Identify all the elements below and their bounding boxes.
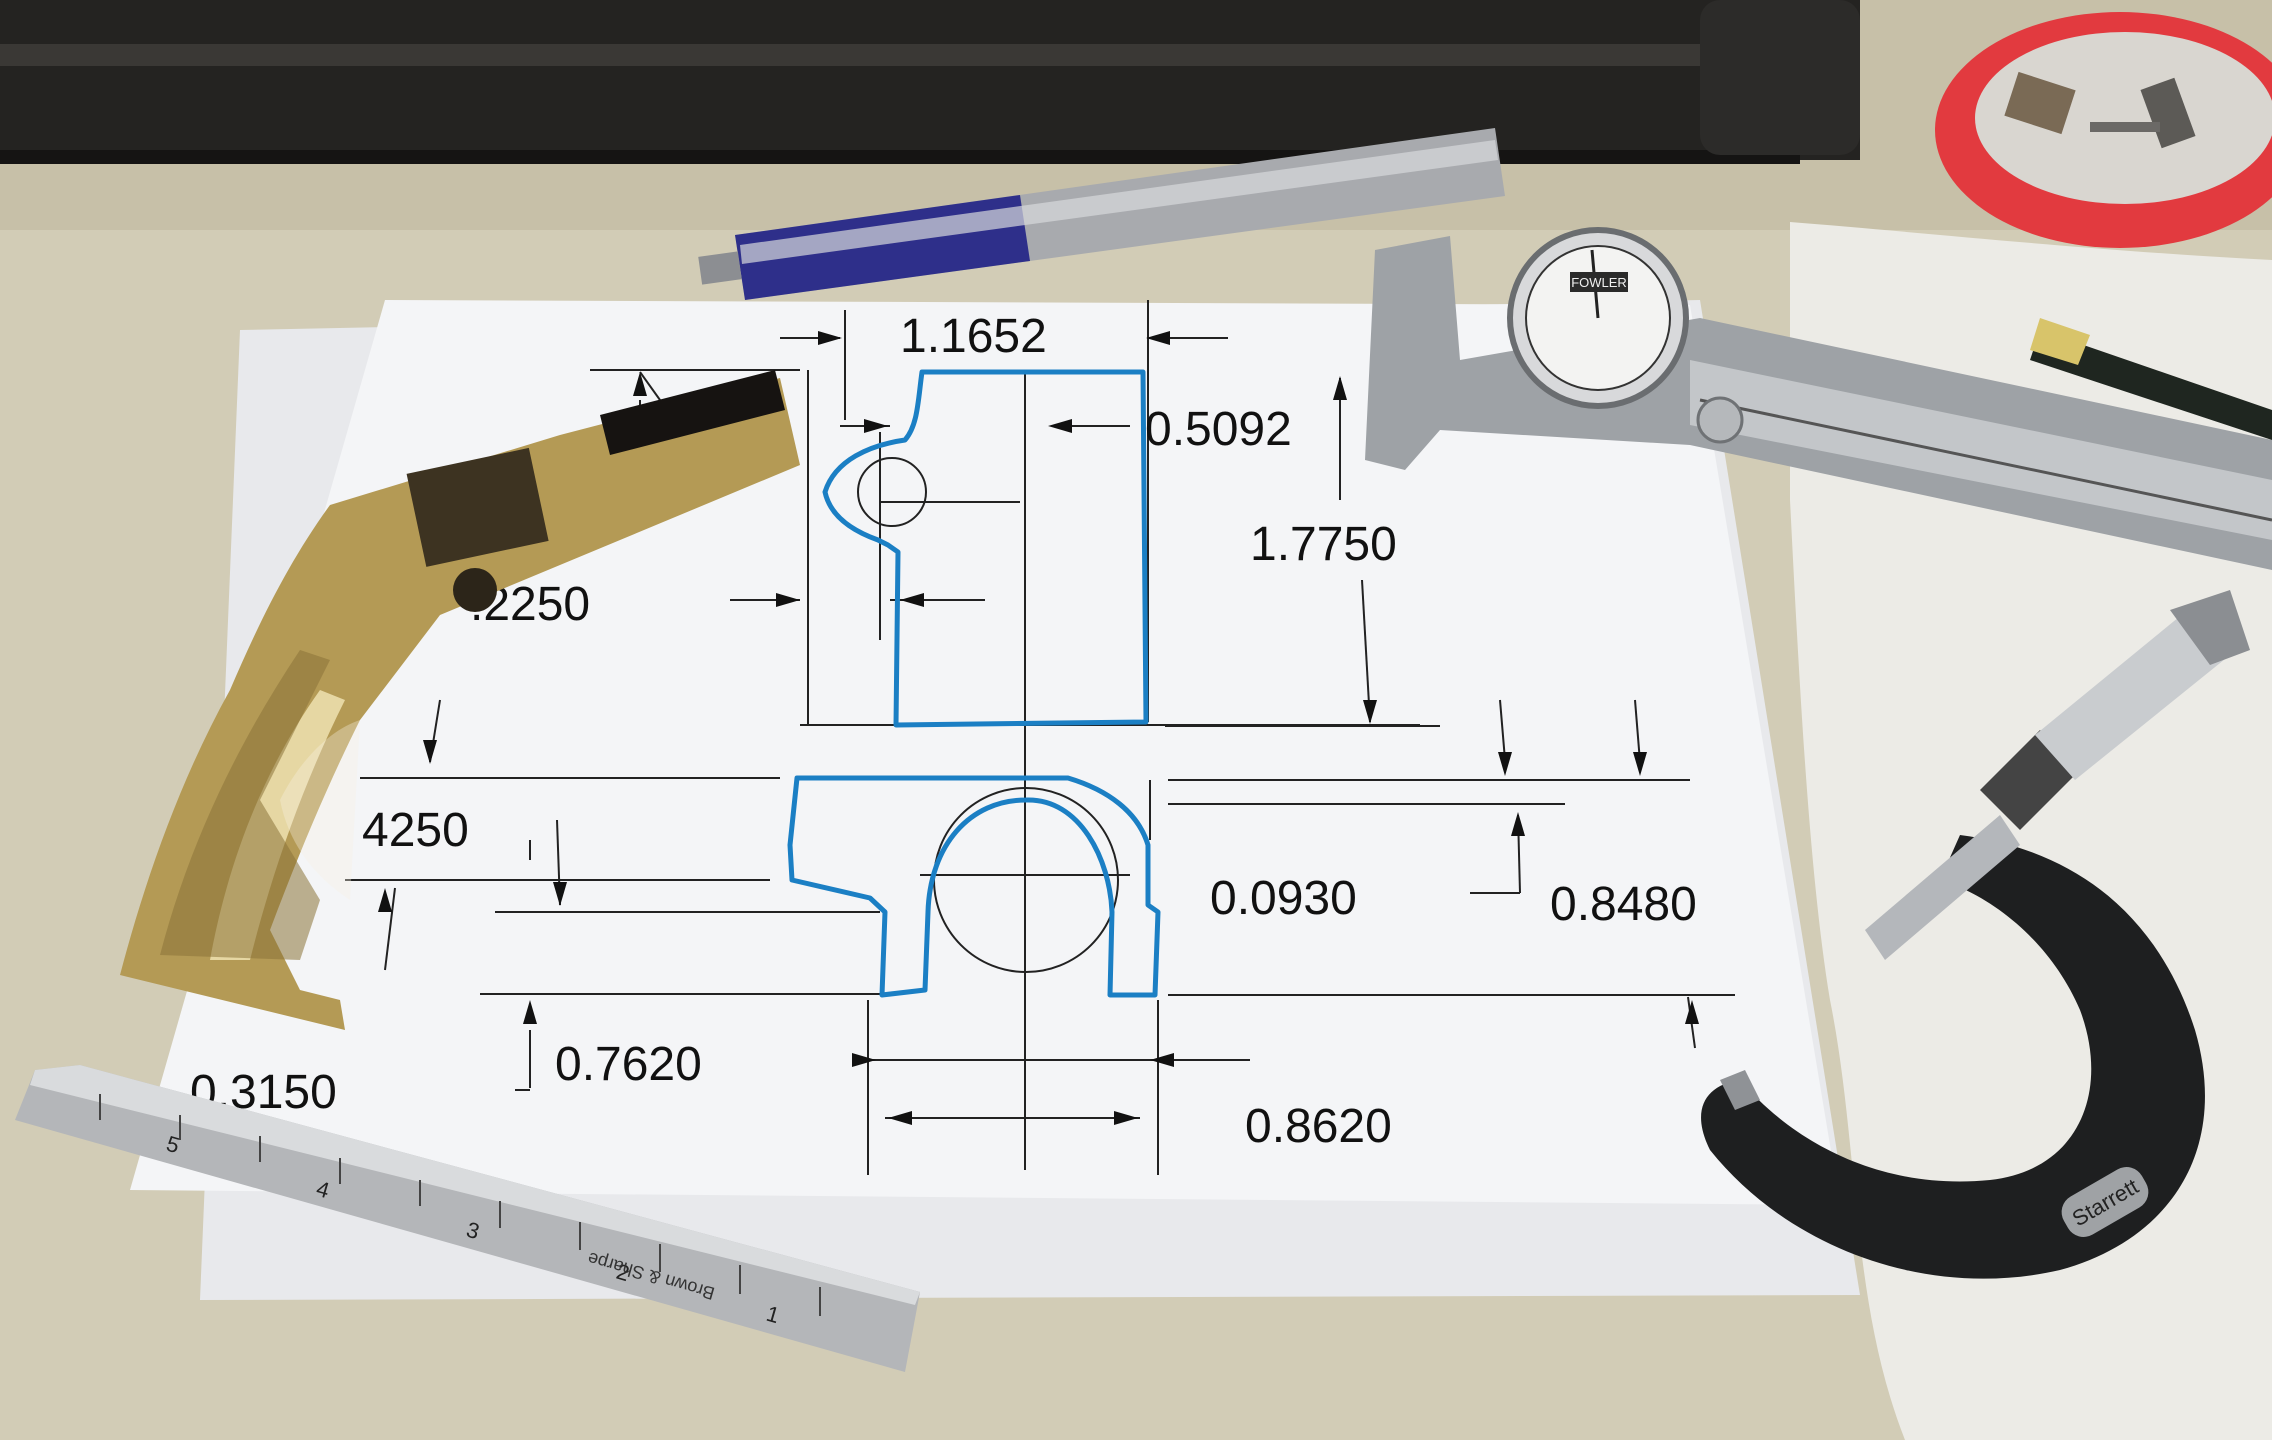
label-right-offset: 0.5092 [1145,403,1292,456]
label-left-height: 4250 [362,804,469,857]
label-height: 1.7750 [1250,518,1397,571]
micrometer: Starrett [1701,590,2250,1279]
blue-marker-outline [787,369,1161,998]
pencil [2030,318,2272,440]
machine-column [1700,0,1860,155]
label-slot-inner: 0.7620 [555,1038,702,1091]
steel-rod [698,128,1505,300]
steel-ruler: 5 4 3 2 1 Brown & Sharpe [15,1065,920,1372]
caliper-brand: FOWLER [1571,275,1627,290]
dial-caliper: FOWLER [1365,227,2272,570]
brass-frame-part [120,370,800,1030]
label-top-width: 1.1652 [900,310,1047,363]
machine-base [0,0,1860,160]
engineering-drawing [345,300,1735,1175]
dimension-labels: 1.1652 0.5092 1.7750 .2250 4250 0.0930 0… [190,310,1697,1153]
machine-rail-edge [0,150,1800,164]
label-total-height: 0.8480 [1550,878,1697,931]
machine-rail [0,44,1780,66]
label-slot-outer: 0.8620 [1245,1100,1392,1153]
dimension-arrows [378,331,1699,1125]
red-parts-cap [1935,12,2272,248]
label-step: 0.0930 [1210,872,1357,925]
